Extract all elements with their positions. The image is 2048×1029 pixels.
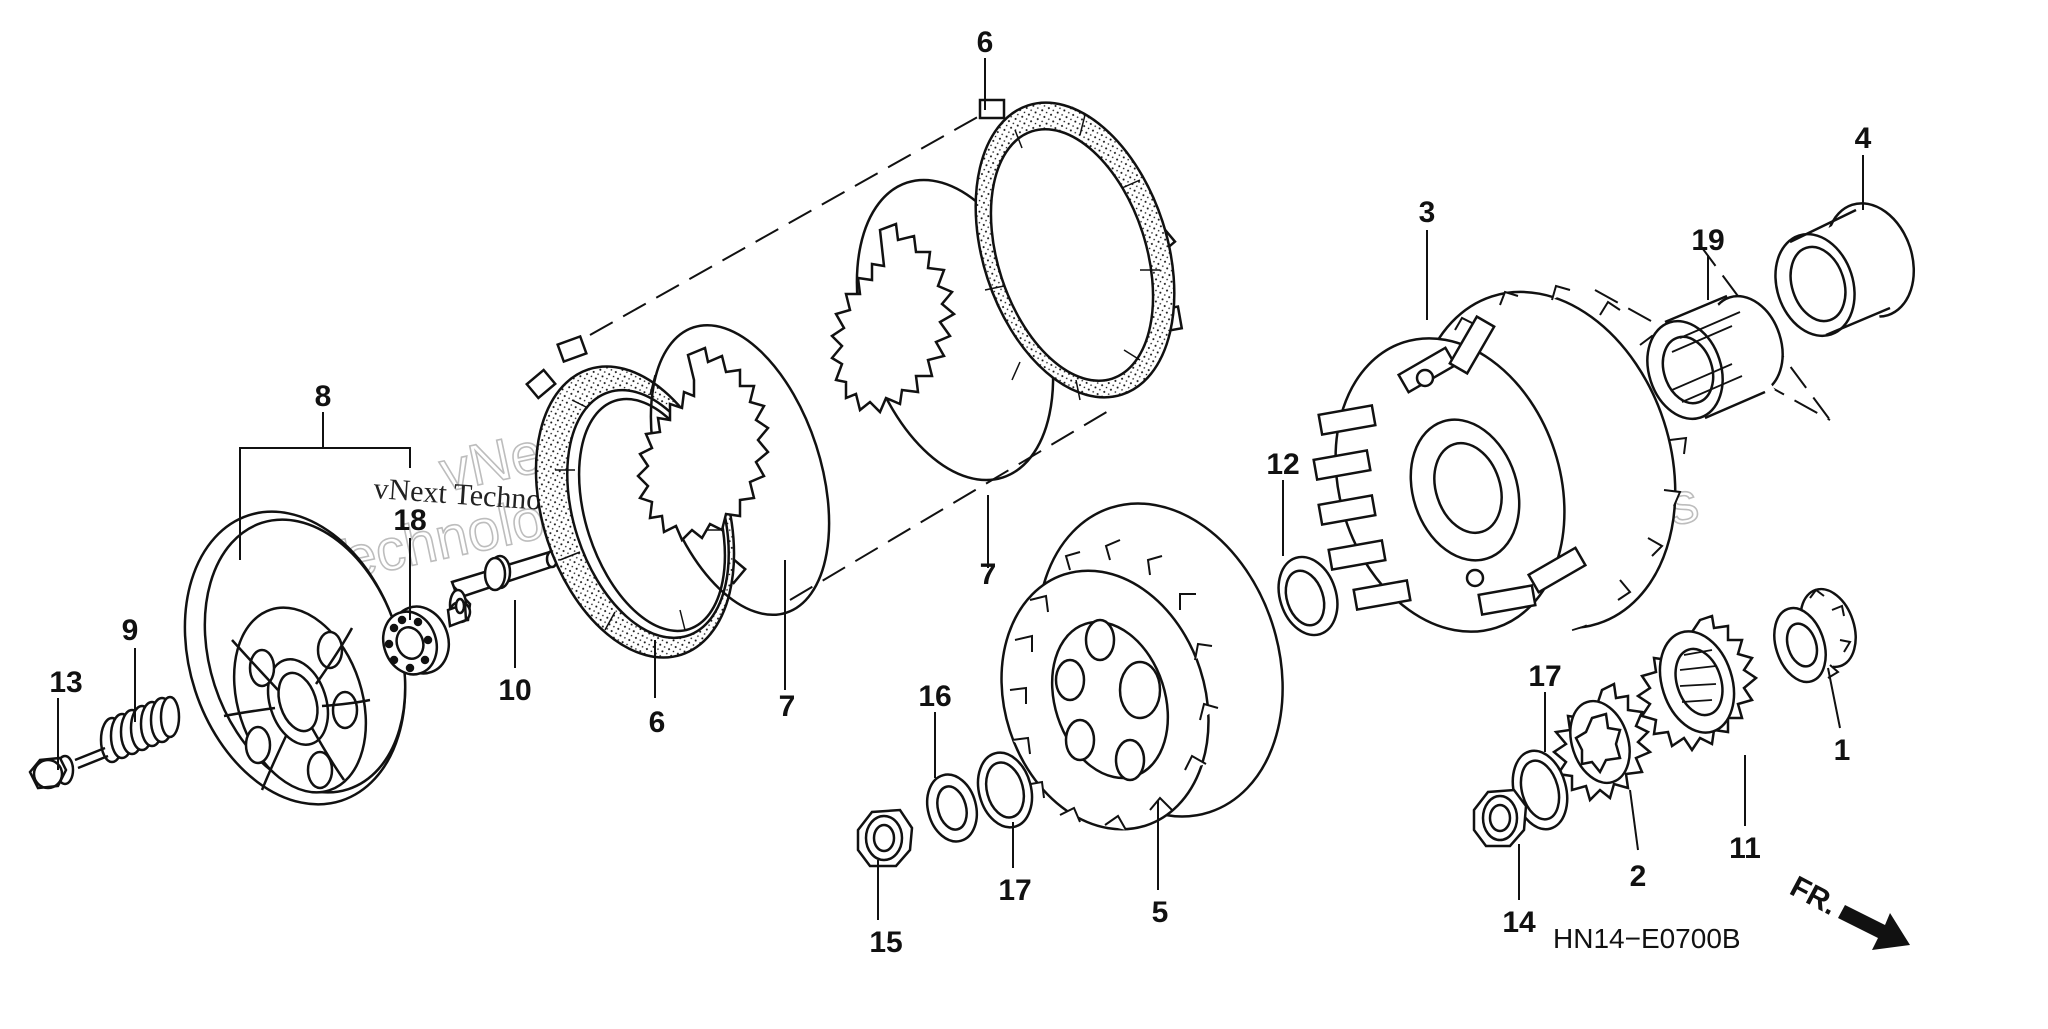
callout-5: 5 [1152,896,1169,929]
oil-pump-drive-gear [1551,682,1653,803]
callout-18: 18 [393,504,426,537]
clutch-lifter-rod [446,549,559,628]
needle-bearing [1646,294,1784,421]
callout-7-upper: 7 [980,558,997,591]
primary-drive-gear [1635,614,1759,753]
callout-1: 1 [1834,734,1851,767]
callout-8: 8 [315,380,332,413]
callout-2: 2 [1630,860,1647,893]
friction-disk-rear [974,98,1184,401]
flange-bolt [28,746,109,790]
callout-9: 9 [122,614,139,647]
callout-14: 14 [1502,906,1536,939]
oil-pump-drive-sprocket-collar [1773,587,1857,684]
clutch-plate-front [636,323,831,617]
callout-numbers: 1 2 3 4 5 6 6 7 7 8 9 10 11 12 13 14 15 … [49,26,1871,959]
front-arrow-icon [1838,905,1910,950]
callout-13: 13 [49,666,82,699]
front-direction-indicator: FR. [1785,870,1910,950]
callout-6-lower: 6 [649,706,666,739]
clutch-spring [99,695,181,764]
callout-6-upper: 6 [977,26,994,59]
callout-12: 12 [1266,448,1299,481]
lock-washer [925,773,979,843]
front-label: FR. [1785,870,1843,922]
callout-17-left: 17 [998,874,1031,907]
callout-15: 15 [869,926,902,959]
pressure-plate [183,510,407,806]
radial-ball-bearing [381,605,451,676]
callout-16: 16 [918,680,951,713]
clutch-outer [1312,284,1688,660]
diagram-code: HN14−E0700B [1553,923,1741,954]
callout-7-lower: 7 [779,690,796,723]
clutch-center [1000,502,1284,831]
clutch-outer-guide-collar [1774,202,1916,340]
lock-nut-right [1472,788,1528,848]
callout-10: 10 [498,674,531,707]
thrust-washer-12 [1277,555,1339,637]
callout-4: 4 [1855,122,1872,155]
callout-3: 3 [1419,196,1436,229]
thrust-washer-right [1511,749,1569,831]
leader-lines [57,58,1864,920]
thrust-washer-left [976,751,1034,829]
callout-11: 11 [1729,832,1761,865]
lock-nut-left [856,808,914,868]
clutch-plate-rear [830,178,1055,482]
callout-19: 19 [1691,224,1724,257]
callout-17-right: 17 [1528,660,1561,693]
